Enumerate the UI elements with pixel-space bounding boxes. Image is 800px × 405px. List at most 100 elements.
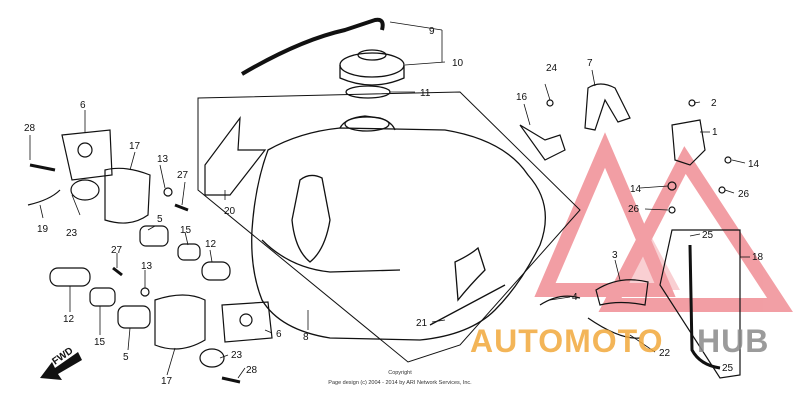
bolt-28-lower [221, 376, 241, 384]
tank-filler-ring [344, 116, 390, 132]
callout-15-lower: 15 [94, 337, 106, 348]
mount-washer [70, 179, 100, 201]
copyright-line-2: Page design (c) 2004 - 2014 by ARI Netwo… [328, 380, 472, 386]
callout-21: 21 [416, 318, 428, 329]
bolt-27-upper [174, 203, 189, 212]
watermark-text-a: AUTOMOTO [470, 323, 663, 359]
collar-5-upper [139, 225, 169, 247]
callout-14-left: 14 [630, 184, 642, 195]
callout-25-lower: 25 [722, 363, 734, 374]
callout-2: 2 [711, 98, 717, 109]
fuel-hose [688, 244, 721, 370]
mount-bracket-hole [77, 142, 93, 158]
callout-26-right: 26 [738, 189, 750, 200]
bolt-26-right [718, 186, 726, 194]
fuel-cap-top [357, 49, 387, 61]
collar-5-lower [117, 305, 151, 329]
callout-19: 19 [37, 224, 49, 235]
callout-27-upper: 27 [177, 170, 189, 181]
tank-knee-recess [291, 174, 331, 263]
watermark-triangle-left [534, 132, 676, 297]
callout-17-lower: 17 [161, 376, 173, 387]
callout-14-right: 14 [748, 159, 760, 170]
callout-27-lower: 27 [111, 245, 123, 256]
strap-4 [539, 295, 581, 306]
watermark-text: AUTOMOTO HUB [470, 323, 768, 359]
honda-wing-emblem [454, 246, 486, 302]
callout-20: 20 [224, 206, 236, 217]
callout-6-lower: 6 [276, 329, 282, 340]
fuel-cap-side [339, 65, 405, 86]
bolt-14-right [724, 156, 732, 164]
bolt-26-left [668, 206, 676, 214]
callout-5-upper: 5 [157, 214, 163, 225]
mount-clip [27, 189, 61, 206]
callout-4: 4 [572, 292, 578, 303]
mount-cushion-upper [104, 167, 151, 224]
nut-13-lower [140, 287, 150, 297]
bracket-16 [519, 124, 566, 161]
callout-8: 8 [303, 332, 309, 343]
callout-7: 7 [587, 58, 593, 69]
bolt-27-lower [112, 266, 123, 277]
collar-15-upper [177, 243, 201, 261]
washer-23-lower [199, 348, 225, 368]
callout-9: 9 [429, 26, 435, 37]
fuel-cap-group [240, 17, 405, 99]
band-22 [587, 317, 641, 339]
mount-bracket-lower [221, 301, 273, 343]
callout-23-lower: 23 [231, 350, 243, 361]
callout-13-upper: 13 [157, 154, 169, 165]
watermark-logo [534, 132, 793, 312]
callout-3: 3 [612, 250, 618, 261]
bracket-7 [584, 83, 631, 131]
tank-bounding-frame [197, 91, 581, 363]
mount-cushion-lower [154, 294, 206, 350]
callout-5-lower: 5 [123, 352, 129, 363]
left-mount-hardware [27, 129, 273, 384]
callout-11: 11 [420, 88, 431, 99]
watermark-triangle-right [598, 146, 793, 312]
callout-25-upper: 25 [702, 230, 714, 241]
callout-26-left: 26 [628, 204, 640, 215]
callout-6-upper: 6 [80, 100, 86, 111]
nut-13-upper [163, 187, 173, 197]
callout-23-upper: 23 [66, 228, 78, 239]
callout-16: 16 [516, 92, 528, 103]
tank-body [251, 127, 546, 341]
honda-lettering-line [429, 284, 506, 326]
mount-bracket-upper [61, 129, 113, 181]
fuel-cap [339, 52, 405, 78]
leader-lines [29, 21, 750, 379]
fwd-arrow-icon [40, 352, 82, 380]
sleeve-12-upper [201, 261, 231, 281]
fuel-tank [197, 91, 581, 363]
breather-tube [240, 17, 385, 76]
fuel-valve [671, 119, 706, 166]
callout-13-lower: 13 [141, 261, 153, 272]
fuel-cap-gasket [345, 85, 391, 99]
clamp-3 [595, 279, 649, 306]
callout-18: 18 [752, 252, 764, 263]
callout-24: 24 [546, 63, 558, 74]
side-emblem-plate [204, 116, 267, 196]
copyright-line-1: Copyright [388, 370, 412, 376]
callout-12-upper: 12 [205, 239, 217, 250]
hose-frame-18 [659, 229, 741, 379]
sleeve-12-lower [49, 267, 91, 287]
collar-15-lower [89, 287, 116, 307]
fwd-arrow: FWD [40, 345, 82, 380]
tank-lower-seam [261, 239, 401, 273]
callout-1: 1 [712, 127, 718, 138]
callout-labels: 9 10 11 24 7 16 2 1 14 14 26 26 25 18 3 … [24, 26, 764, 387]
callout-17-upper: 17 [129, 141, 141, 152]
callout-12-lower: 12 [63, 314, 75, 325]
bolt-28-upper [29, 163, 56, 172]
mount-bracket-lower-hole [239, 313, 253, 327]
callout-28-upper: 28 [24, 123, 36, 134]
bolt-24 [546, 99, 554, 107]
callout-28-lower: 28 [246, 365, 258, 376]
callout-15-upper: 15 [180, 225, 192, 236]
